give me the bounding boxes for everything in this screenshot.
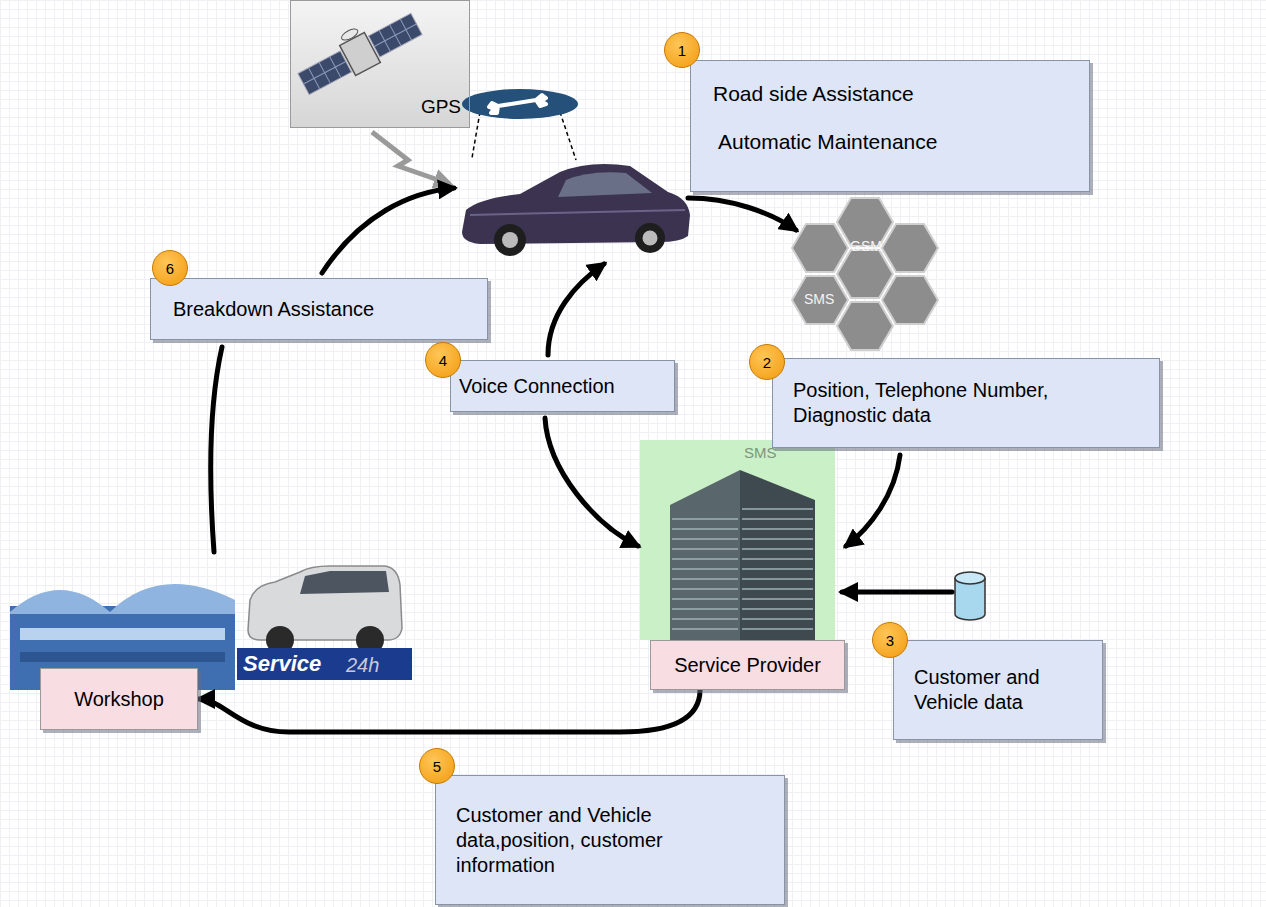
service-icon [472,112,480,158]
gps-picture [340,27,360,43]
picture-text: SMS [804,291,834,308]
flow-arrow [545,418,638,546]
banner-text: Service [243,651,321,677]
service-provider-building [640,440,835,640]
flow-arrow [548,264,604,355]
callout-number: 4 [425,342,461,378]
service-van-picture [300,571,389,594]
flow-arrow [688,198,796,230]
service-icon [489,95,546,113]
box-text: Customer and Vehicle data [914,665,1082,715]
gsm-network-picture [792,198,938,350]
gsm-network-picture [792,276,848,324]
gps-picture [291,1,424,99]
gps-signal-arrow [372,132,450,184]
picture-text: SMS [744,444,777,462]
banner-text: 24h [346,653,379,677]
gsm-network-picture [882,276,938,324]
gsm-network-picture [792,198,938,350]
box-text: Service Provider [674,653,821,678]
box-text: Breakdown Assistance [173,297,465,322]
service-icon [560,112,576,160]
service-provider-building [742,505,813,638]
flow-arrow [211,347,222,552]
service-provider-building [640,440,835,640]
gsm-network-picture [837,302,893,350]
gps-signal-arrow [372,132,450,184]
box-text: Automatic Maintenance [718,129,1067,155]
box-text: Customer and Vehicle data,position, cust… [456,803,754,878]
flow-arrow [322,188,454,273]
car-picture [502,232,518,248]
car-picture [635,223,665,253]
car-picture [558,172,652,197]
service-provider-building [740,470,815,640]
database-symbol [955,572,985,620]
box-text: Road side Assistance [713,81,1067,107]
service-provider-building [672,512,738,638]
box-text: Workshop [74,687,164,712]
service-provider-building [670,470,740,640]
flow-arrow [846,455,900,546]
flow-arrow [842,590,952,595]
callout-box: Position, Telephone Number, Diagnostic d… [772,358,1160,448]
gsm-network-picture [837,250,893,298]
callout-number: 6 [152,250,188,286]
car-picture [643,231,658,246]
gps-picture [290,0,470,128]
workshop-picture [20,628,225,640]
gps-picture [298,13,422,94]
flow-arrow [199,690,700,732]
box-text: Voice Connection [459,374,666,399]
box-text: GPS [421,95,461,119]
callout-box: Voice Connection [450,360,675,412]
gsm-network-picture [792,224,848,272]
workshop-picture [10,584,235,614]
gps-box: GPS [290,0,470,128]
box-text: Position, Telephone Number, Diagnostic d… [793,378,1139,428]
service-van-picture [237,648,412,680]
callout-number: 1 [664,32,700,68]
place-label-box: Workshop [40,668,198,730]
service-icon [462,89,578,119]
place-label-box: Service Provider [650,640,845,690]
callout-number: 2 [749,344,785,380]
car-picture [462,164,690,256]
service-icon [462,89,578,160]
picture-text: GSM [850,238,882,255]
service-van-picture [248,566,402,640]
database-symbol [955,572,985,584]
callout-box: Customer and Vehicle data,position, cust… [435,775,785,905]
callout-number: 3 [872,622,908,658]
gps-picture [290,0,470,128]
callout-box: Road side AssistanceAutomatic Maintenanc… [690,60,1090,192]
callout-number: 5 [419,748,455,784]
callout-box: Customer and Vehicle data [893,640,1103,740]
gsm-network-picture [882,224,938,272]
callout-box: Breakdown Assistance [150,278,488,340]
workshop-picture [20,652,225,662]
service-van-picture [237,566,412,680]
car-picture [470,210,685,215]
car-picture [494,224,526,256]
